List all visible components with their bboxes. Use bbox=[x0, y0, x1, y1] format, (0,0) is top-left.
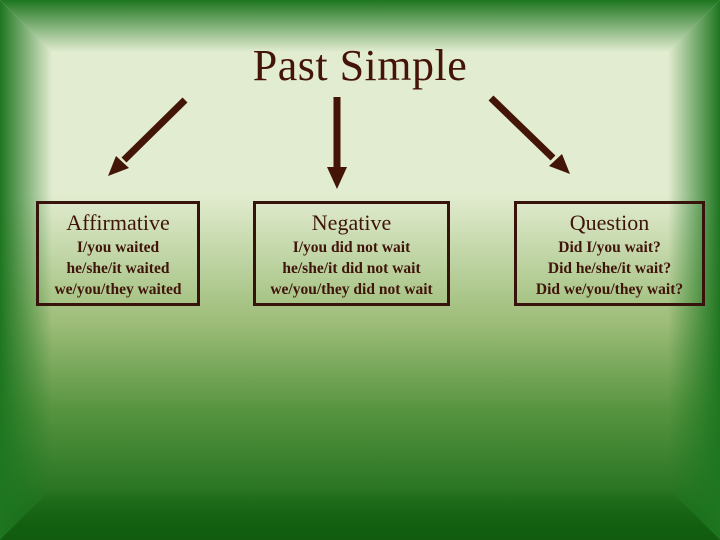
affirmative-line-1: I/you waited bbox=[76, 239, 160, 256]
arrow-to-affirmative-icon bbox=[108, 97, 188, 176]
negative-line-1: I/you did not wait bbox=[292, 239, 411, 256]
question-line-3: Did we/you/they wait? bbox=[535, 281, 684, 298]
slide-title: Past Simple bbox=[252, 41, 468, 90]
affirmative-box: Affirmative I/you waited he/she/it waite… bbox=[36, 201, 200, 306]
affirmative-line-3: we/you/they waited bbox=[54, 281, 182, 298]
question-box: Question Did I/you wait? Did he/she/it w… bbox=[514, 201, 705, 306]
negative-box: Negative I/you did not wait he/she/it di… bbox=[253, 201, 450, 306]
arrow-to-negative-icon bbox=[327, 97, 347, 189]
question-line-2: Did he/she/it wait? bbox=[547, 260, 672, 277]
negative-line-2: he/she/it did not wait bbox=[282, 260, 421, 277]
negative-header: Negative bbox=[311, 210, 392, 235]
question-header: Question bbox=[569, 210, 650, 235]
arrow-to-question-icon bbox=[488, 95, 570, 174]
affirmative-line-2: he/she/it waited bbox=[66, 260, 170, 277]
question-line-1: Did I/you wait? bbox=[558, 239, 661, 256]
negative-line-3: we/you/they did not wait bbox=[270, 281, 433, 298]
affirmative-header: Affirmative bbox=[66, 210, 170, 235]
